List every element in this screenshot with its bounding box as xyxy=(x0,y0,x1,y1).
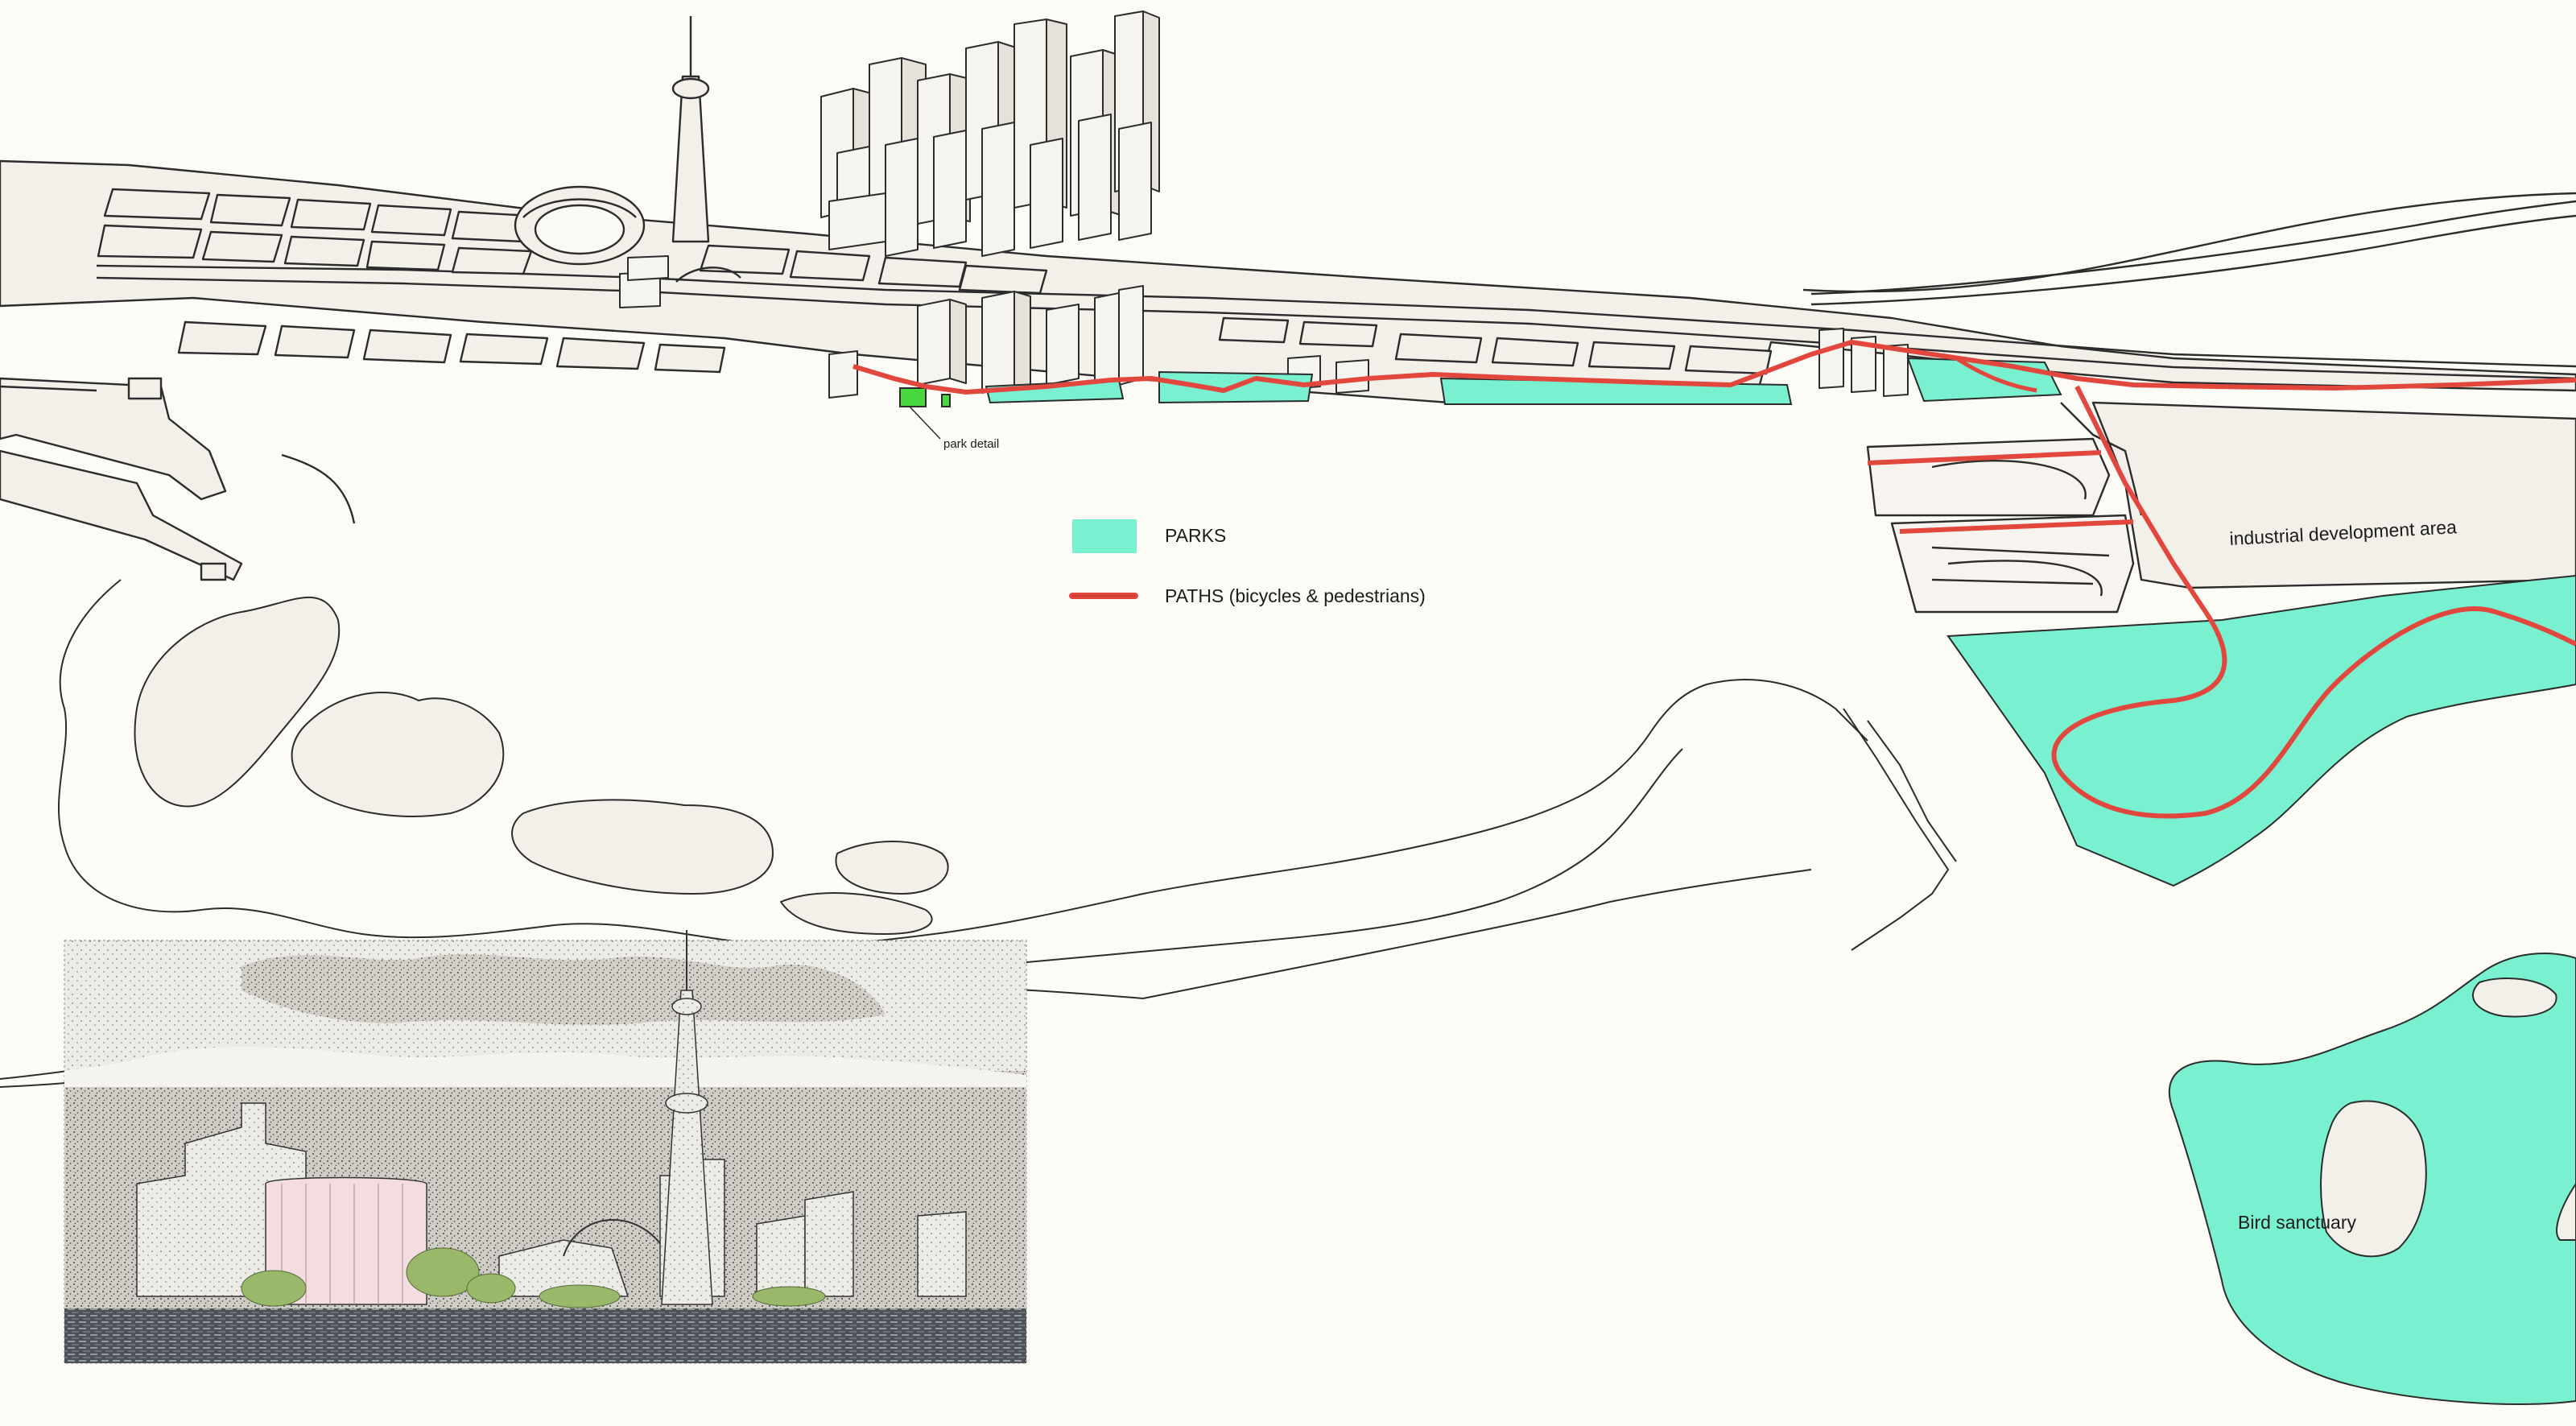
east-spit-line xyxy=(1142,869,1812,999)
sketch-cn-tower xyxy=(661,930,713,1305)
left-pier-2 xyxy=(0,449,243,581)
park-detail-area xyxy=(899,387,927,407)
sketch-trees xyxy=(241,1247,826,1308)
sketch-cloud-light xyxy=(64,1047,1026,1087)
island-centre xyxy=(291,692,505,817)
east-park xyxy=(1946,574,2576,887)
island-west xyxy=(134,597,341,808)
park-detail-callout: park detail xyxy=(909,406,999,451)
sketch-cloud xyxy=(242,954,886,1025)
park-detail-label: park detail xyxy=(943,437,999,451)
port-lands xyxy=(1866,401,2576,614)
legend-paths-label: PATHS (bicycles & pedestrians) xyxy=(1165,585,1426,606)
island-small xyxy=(835,841,949,895)
island-ward xyxy=(511,799,774,895)
railway-curve-2 xyxy=(1810,214,2576,306)
park-waterfront-4 xyxy=(1906,357,2062,403)
sanctuary-pond xyxy=(2320,1100,2427,1258)
legend-parks-label: PARKS xyxy=(1165,525,1226,546)
legend-parks-swatch xyxy=(1072,519,1137,553)
sanctuary-island xyxy=(2471,978,2557,1018)
waterfront-path xyxy=(852,340,2576,395)
stadium-inner xyxy=(534,204,625,255)
railway-curve xyxy=(1810,200,2576,296)
city-blocks xyxy=(97,188,1773,375)
sanctuary-east-water xyxy=(2556,1182,2576,1241)
cn-tower-map xyxy=(671,16,710,243)
sketch-water xyxy=(64,1308,1026,1363)
slip-curve-3 xyxy=(1931,546,2110,585)
inner-harbour-edge xyxy=(2060,402,2143,516)
railway-upper xyxy=(1802,192,2576,293)
left-pier xyxy=(0,377,227,501)
leslie-spit xyxy=(1843,708,1957,951)
ramp-curve xyxy=(675,267,741,283)
bird-sanctuary-label: Bird sanctuary xyxy=(2238,1212,2357,1233)
slip-curve-2 xyxy=(1947,560,2103,597)
downtown-towers xyxy=(619,10,1909,399)
legend: PARKS PATHS (bicycles & pedestrians) xyxy=(1069,519,1426,606)
east-park-path xyxy=(2051,606,2576,819)
left-quay xyxy=(0,385,356,524)
sketch-dome xyxy=(563,1219,669,1257)
industrial-development-land xyxy=(2091,401,2576,589)
waterfront-path-spur xyxy=(1955,356,2037,393)
toronto-islands xyxy=(134,597,949,935)
slip-curve-1 xyxy=(1931,459,2087,500)
port-lands-paths xyxy=(1867,385,2208,614)
expressway-lower xyxy=(96,276,2576,380)
port-slip-2 xyxy=(1890,514,2135,614)
skyline-sketch xyxy=(64,930,1027,1364)
sketch-buildings xyxy=(136,1102,967,1305)
island-east xyxy=(780,892,933,935)
city-road-network xyxy=(0,16,2576,581)
